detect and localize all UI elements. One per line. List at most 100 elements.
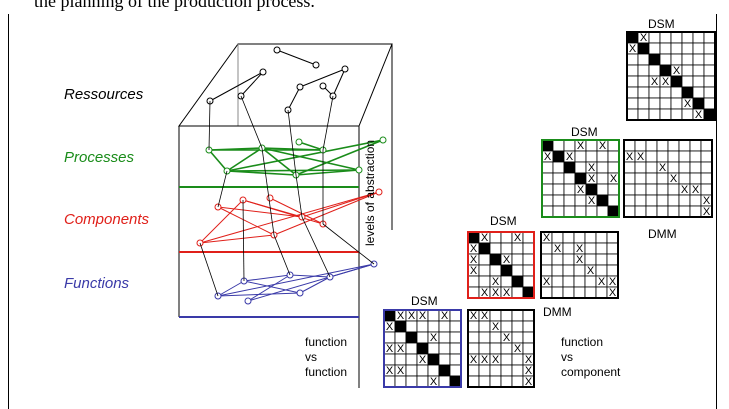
matrix-mark: X <box>481 354 489 366</box>
matrix-cell <box>659 31 672 44</box>
matrix-cell <box>467 342 480 355</box>
resource-link <box>276 49 317 66</box>
matrix-cell <box>449 309 462 322</box>
cross-layer-link <box>199 242 219 297</box>
matrix-cell <box>500 275 513 288</box>
matrix-cell <box>511 375 524 388</box>
matrix-cell <box>574 161 587 174</box>
matrix-mark: X <box>681 184 689 196</box>
matrix-cell <box>656 183 669 196</box>
function-node <box>244 297 252 305</box>
matrix-cell <box>634 194 647 207</box>
matrix-diagonal-cell <box>449 375 462 388</box>
matrix-cell <box>678 161 691 174</box>
process-link <box>298 141 324 151</box>
matrix-cell <box>562 264 575 277</box>
process-link <box>295 139 384 176</box>
matrix-cell <box>540 286 553 299</box>
cross-layer-link <box>273 234 291 276</box>
matrix-cell <box>478 331 491 344</box>
matrix-cell <box>416 364 429 377</box>
matrix-cell <box>552 194 565 207</box>
cross-layer-link <box>301 216 331 278</box>
matrix-cell <box>692 31 705 44</box>
dsm-label-functions: DSM <box>490 214 517 228</box>
matrix-cell <box>584 286 597 299</box>
axis-label-levels-of-abstraction: levels of abstraction <box>363 140 377 246</box>
matrix-cell <box>489 231 502 244</box>
matrix-diagonal-cell <box>596 194 609 207</box>
function-link <box>247 274 291 302</box>
matrix-cell <box>552 161 565 174</box>
matrix-cell <box>648 31 661 44</box>
matrix-cell <box>500 320 513 333</box>
matrix-border <box>541 139 620 218</box>
matrix-cell <box>692 75 705 88</box>
matrix-cell <box>522 242 535 255</box>
matrix-mark: X <box>514 232 522 244</box>
matrix-cell <box>478 253 491 266</box>
matrix-cell <box>659 42 672 55</box>
matrix-cell <box>585 205 598 218</box>
matrix-cell <box>692 42 705 55</box>
fvf-line-1: function <box>305 335 347 349</box>
matrix-cell <box>596 172 609 185</box>
matrix-cell <box>405 353 418 366</box>
cross-layer-link <box>322 95 334 151</box>
matrix-mark: X <box>684 87 692 99</box>
matrix-cell <box>416 375 429 388</box>
matrix-mark: X <box>566 151 574 163</box>
matrix-mark: X <box>481 232 489 244</box>
matrix-cell <box>681 42 694 55</box>
matrix-mark: X <box>481 287 489 299</box>
matrix-mark: X <box>514 343 522 355</box>
matrix-cell <box>551 275 564 288</box>
matrix-cell <box>634 161 647 174</box>
matrix-diagonal-cell <box>607 205 620 218</box>
cross-layer-link <box>261 147 275 236</box>
matrix-cell <box>522 320 535 333</box>
dmm-label-upper: DMM <box>648 227 677 241</box>
matrix-cell <box>626 53 639 66</box>
matrix-cell <box>500 353 513 366</box>
matrix-mark: X <box>543 276 551 288</box>
matrix-cell <box>574 194 587 207</box>
matrix-cell <box>637 53 650 66</box>
cross-layer-link <box>242 199 245 282</box>
dsm-label-components: DSM <box>571 125 598 139</box>
matrix-cell <box>689 194 702 207</box>
matrix-cell <box>511 264 524 277</box>
matrix-mark: X <box>470 243 478 255</box>
matrix-cell <box>540 264 553 277</box>
matrix-cell <box>607 194 620 207</box>
matrix-cell <box>562 286 575 299</box>
matrix-cell <box>689 205 702 218</box>
matrix-cell <box>449 364 462 377</box>
matrix-cell <box>551 264 564 277</box>
matrix-cell <box>573 275 586 288</box>
matrix-cell <box>438 353 451 366</box>
matrix-mark: X <box>576 254 584 266</box>
matrix-cell <box>634 205 647 218</box>
matrix-mark: X <box>543 232 551 244</box>
matrix-cell <box>596 161 609 174</box>
matrix-cell <box>634 139 647 152</box>
resource-link <box>240 71 264 97</box>
matrix-cell <box>637 75 650 88</box>
matrix-cell <box>522 231 535 244</box>
matrix-cell <box>656 172 669 185</box>
layer-label-ressources: Ressources <box>64 86 144 103</box>
matrix-mark: X <box>470 265 478 277</box>
matrix-mark: X <box>481 310 489 322</box>
matrix-mark: X <box>703 195 711 207</box>
matrix-cell <box>623 139 636 152</box>
matrix-cell <box>700 139 713 152</box>
dsm-label-processes: DSM <box>648 17 675 31</box>
process-link <box>208 149 228 172</box>
matrix-cell <box>703 53 716 66</box>
matrix-cell <box>648 86 661 99</box>
